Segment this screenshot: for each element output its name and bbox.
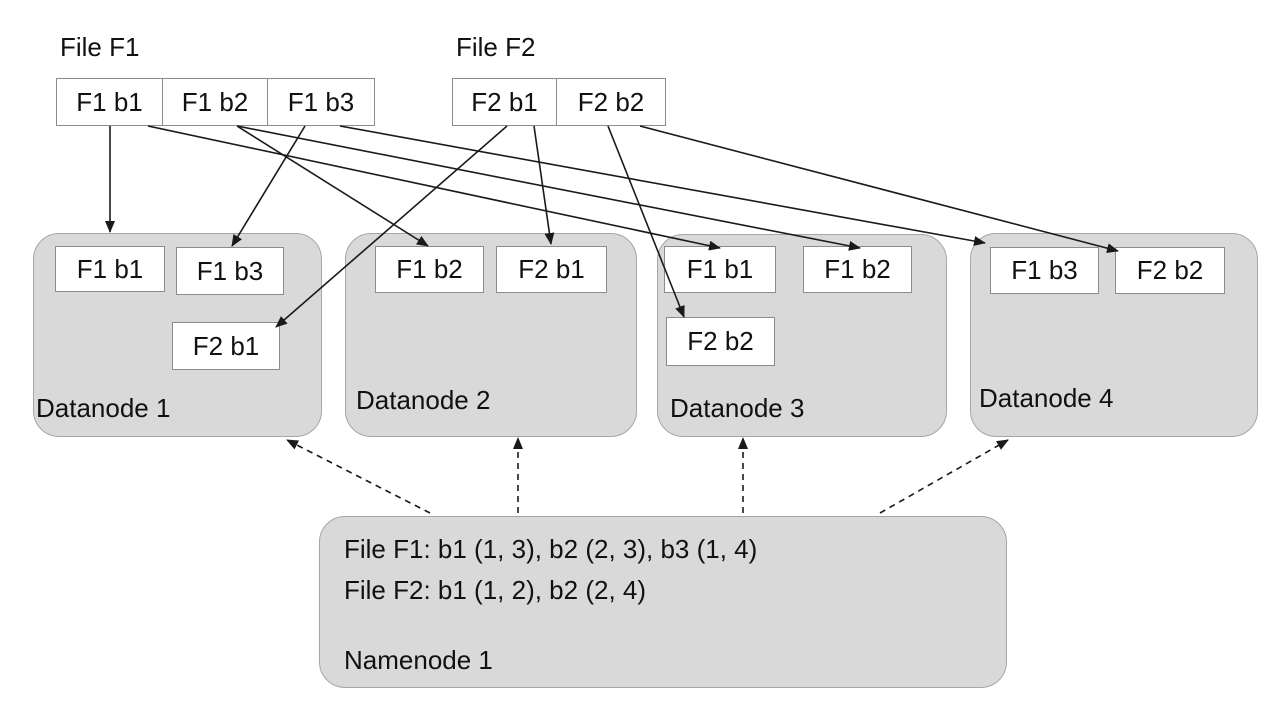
arrow-f1b2-to-datanode-3: [236, 125, 861, 251]
datanode-4-block-f1-b3: F1 b3: [990, 247, 1099, 294]
namenode-1-label: Namenode 1: [344, 645, 493, 675]
namenode-f2-mapping: File F2: b1 (1, 2), b2 (2, 4): [344, 575, 647, 605]
file-f2-block-1: F2 b1: [452, 78, 557, 126]
arrow-f2b2-to-datanode-3: [607, 125, 685, 318]
datanode-2-block-f1-b2: F1 b2: [375, 246, 484, 293]
arrow-f2b1-to-datanode-1: [275, 125, 508, 328]
file-f1-block-1: F1 b1: [56, 78, 163, 126]
datanode-3-block-f1-b2: F1 b2: [803, 246, 912, 293]
namenode-1: [319, 516, 1007, 688]
datanode-1-label: Datanode 1: [36, 393, 171, 423]
file-f1-block-3: F1 b3: [267, 78, 375, 126]
datanode-3-block-f2-b2: F2 b2: [666, 317, 775, 366]
arrow-f2b1-to-datanode-2: [533, 125, 555, 245]
dashed-arrow-namenode-to-datanode-1: [286, 439, 431, 514]
datanode-2-label: Datanode 2: [356, 385, 491, 415]
datanode-3-label: Datanode 3: [670, 393, 805, 423]
datanode-2-block-f2-b1: F2 b1: [496, 246, 607, 293]
namenode-f1-mapping: File F1: b1 (1, 3), b2 (2, 3), b3 (1, 4): [344, 534, 758, 564]
arrow-f1b2-to-datanode-2: [236, 125, 429, 247]
arrow-f1b3-to-datanode-1: [231, 125, 306, 247]
datanode-3-block-f1-b1: F1 b1: [664, 246, 776, 293]
file-f1-label: File F1: [60, 32, 140, 62]
arrow-f2b2-to-datanode-4: [639, 125, 1119, 254]
datanode-1-block-f2-b1: F2 b1: [172, 322, 280, 370]
file-f2-label: File F2: [456, 32, 536, 62]
datanode-4-label: Datanode 4: [979, 383, 1114, 413]
arrow-f1b3-to-datanode-4: [339, 125, 986, 246]
file-f2-block-2: F2 b2: [556, 78, 666, 126]
arrow-f1b1-to-datanode-3: [147, 125, 721, 251]
datanode-1-block-f1-b3: F1 b3: [176, 247, 284, 295]
file-f1-block-2: F1 b2: [162, 78, 268, 126]
datanode-4-block-f2-b2: F2 b2: [1115, 247, 1225, 294]
datanode-1-block-f1-b1: F1 b1: [55, 246, 165, 292]
dashed-arrow-namenode-to-datanode-4: [879, 439, 1009, 514]
